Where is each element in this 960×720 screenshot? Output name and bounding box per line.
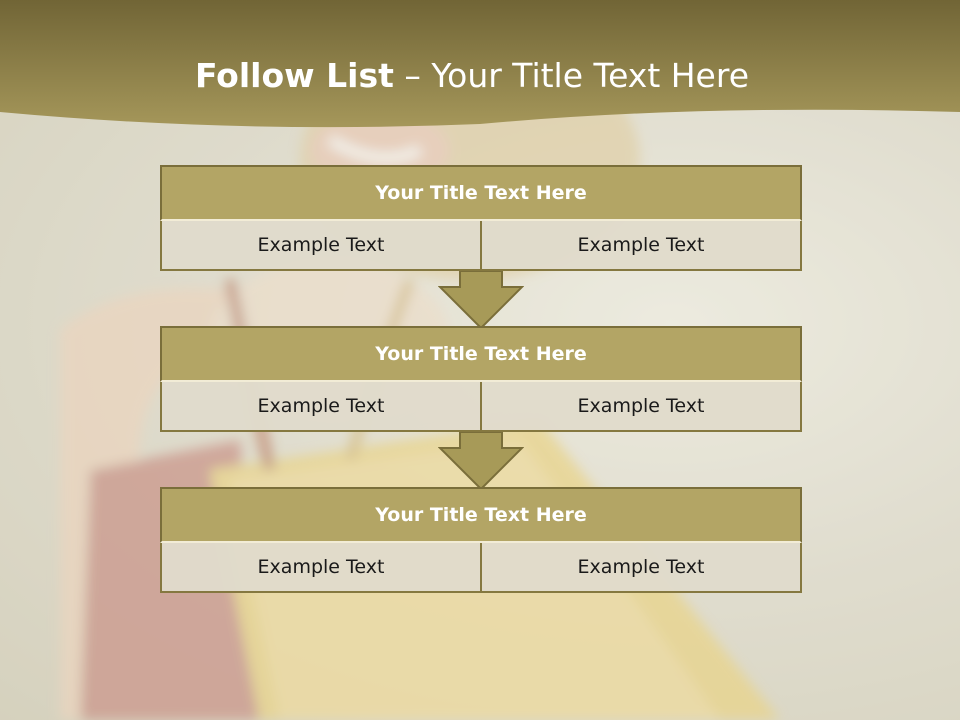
- block-row: Example Text Example Text: [160, 221, 802, 271]
- block-title: Your Title Text Here: [160, 326, 802, 382]
- block-cell-right: Example Text: [482, 382, 802, 432]
- block-row: Example Text Example Text: [160, 382, 802, 432]
- list-block-1: Your Title Text Here Example Text Exampl…: [160, 165, 802, 271]
- block-title: Your Title Text Here: [160, 487, 802, 543]
- list-block-3: Your Title Text Here Example Text Exampl…: [160, 487, 802, 593]
- title-band: [0, 0, 960, 128]
- block-cell-right: Example Text: [482, 221, 802, 271]
- down-arrow-icon: [438, 271, 524, 329]
- down-arrow-icon: [438, 432, 524, 490]
- page-title: Follow List – Your Title Text Here: [0, 56, 944, 96]
- block-title: Your Title Text Here: [160, 165, 802, 221]
- title-bold: Follow List: [194, 56, 394, 95]
- block-cell-left: Example Text: [160, 543, 482, 593]
- block-cell-left: Example Text: [160, 382, 482, 432]
- list-block-2: Your Title Text Here Example Text Exampl…: [160, 326, 802, 432]
- block-row: Example Text Example Text: [160, 543, 802, 593]
- block-cell-left: Example Text: [160, 221, 482, 271]
- block-cell-right: Example Text: [482, 543, 802, 593]
- title-rest: – Your Title Text Here: [404, 56, 750, 95]
